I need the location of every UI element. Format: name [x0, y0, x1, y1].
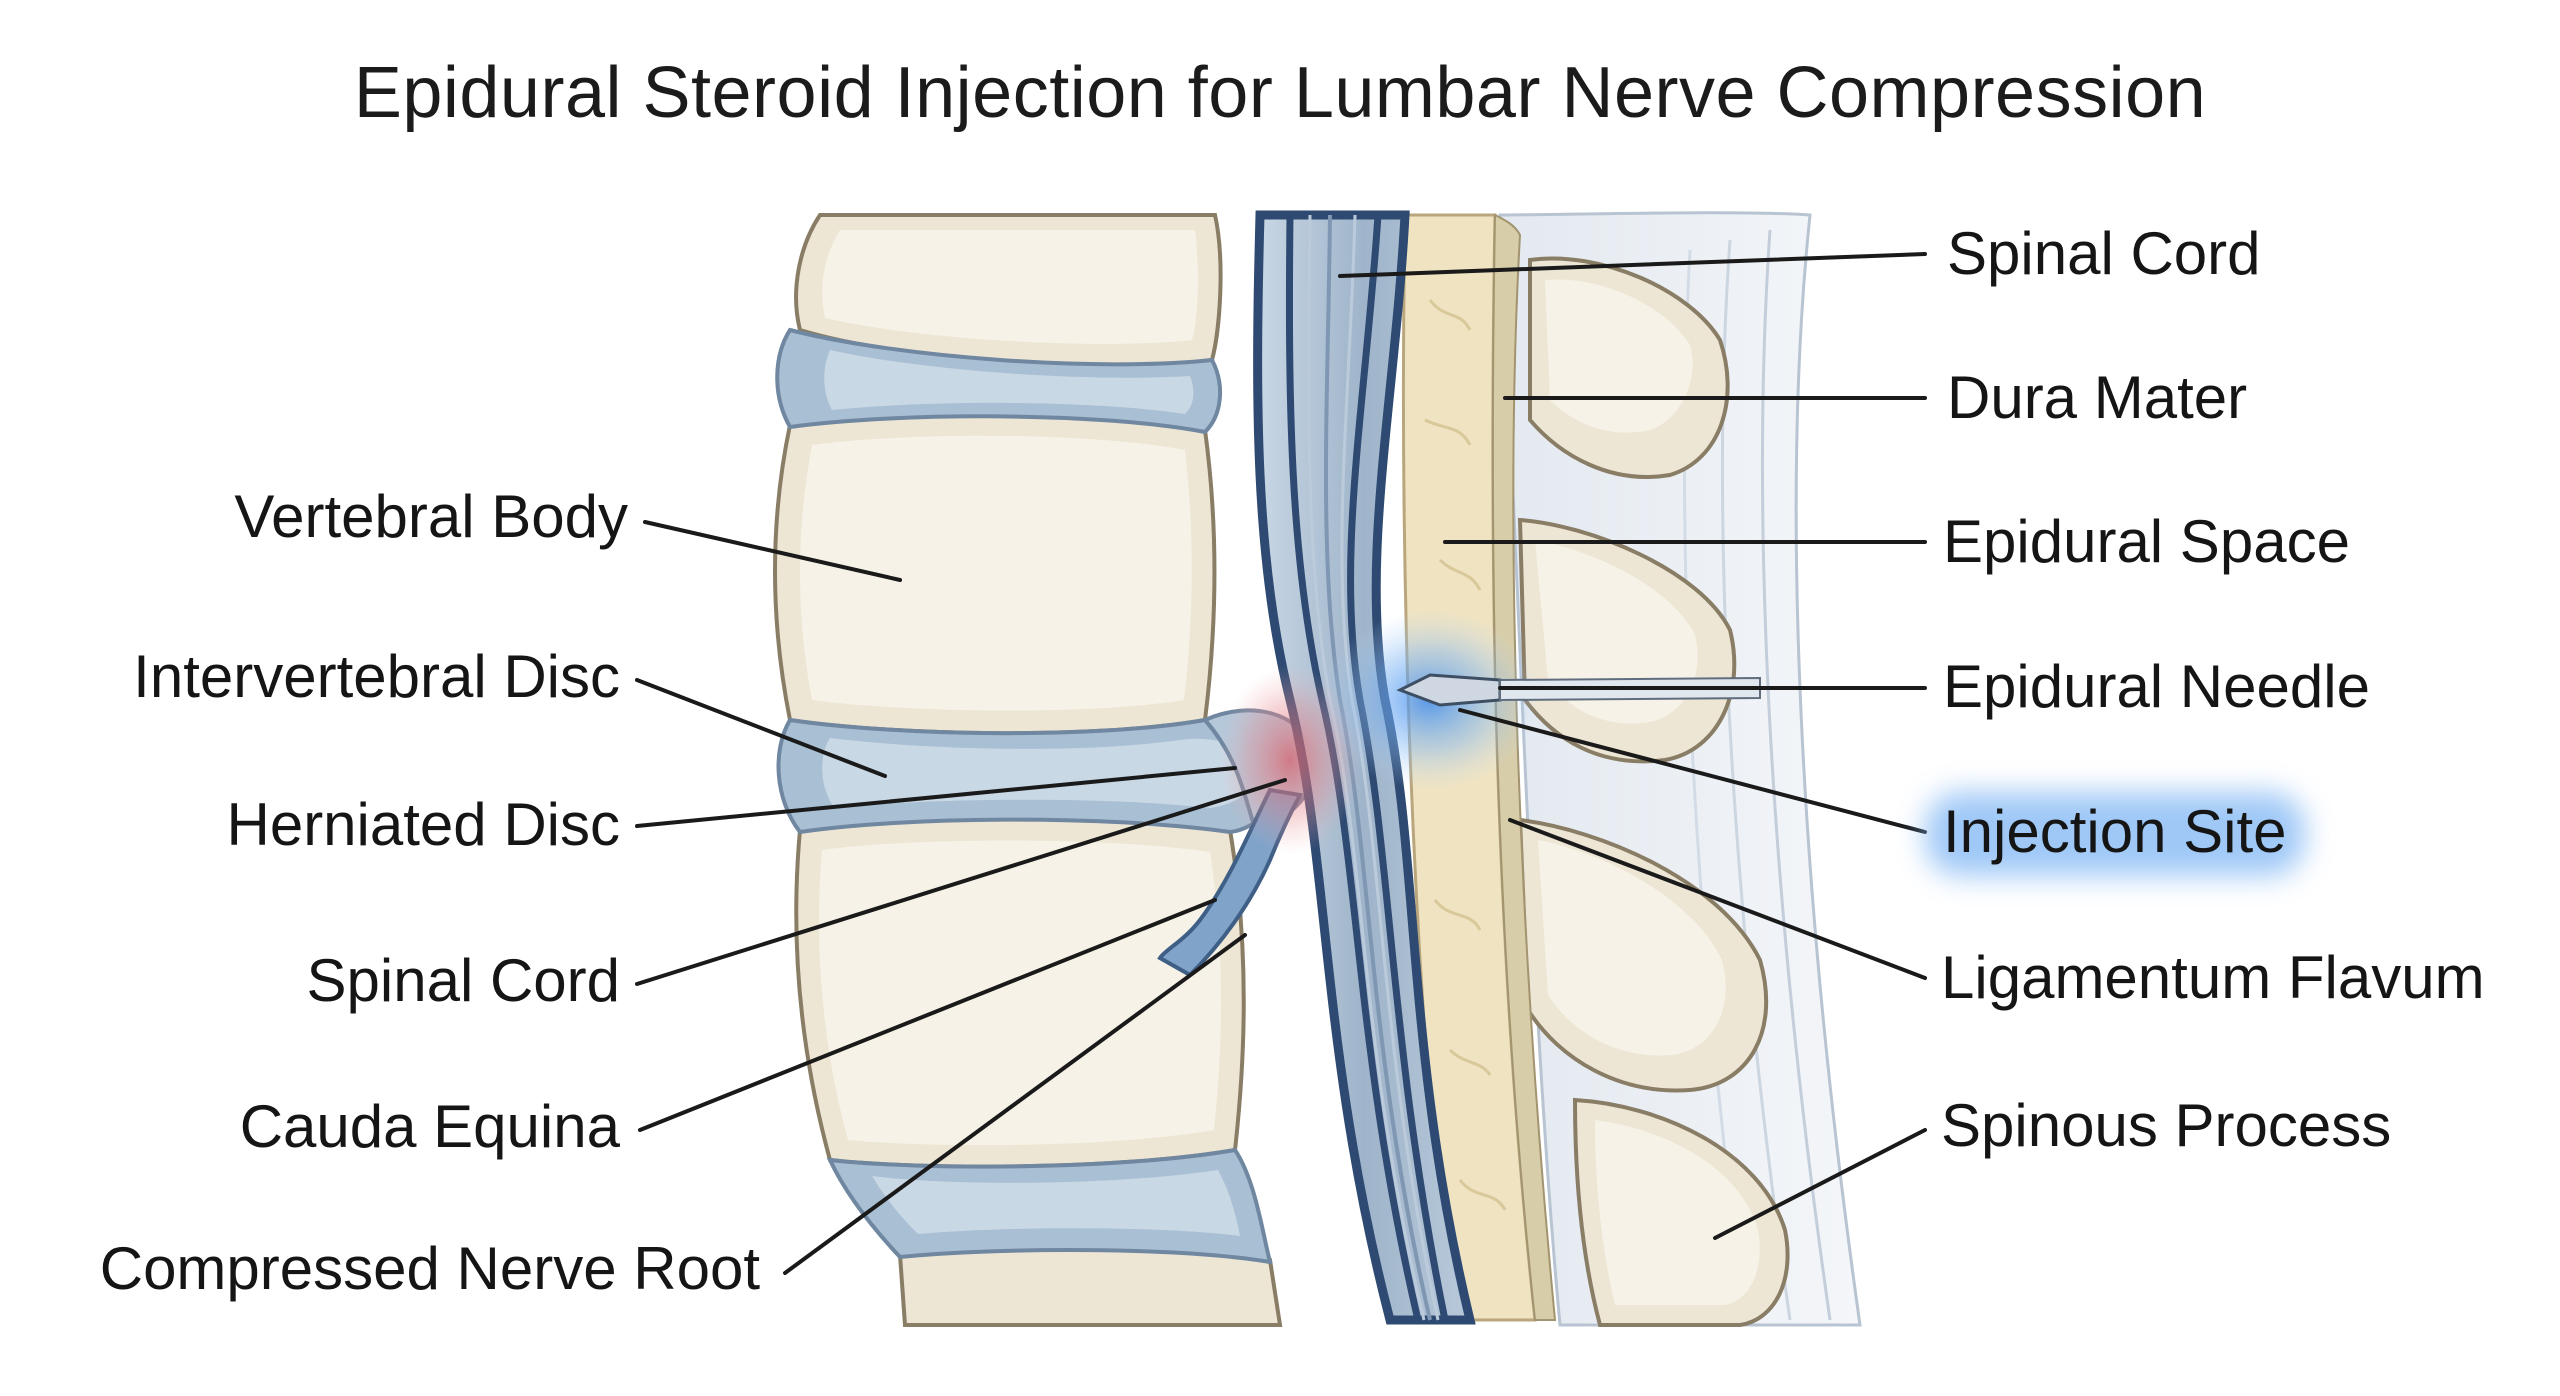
diagram-title: Epidural Steroid Injection for Lumbar Ne…	[353, 53, 2207, 133]
leader-spinal-cord-left	[635, 778, 1287, 986]
leader-ligamentum-flavum	[1508, 818, 1927, 980]
label-intervertebral-disc: Intervertebral Disc	[133, 643, 620, 710]
leader-compressed-nerve-root	[783, 933, 1247, 1275]
label-spinal-cord-right: Spinal Cord	[1947, 220, 2261, 287]
label-compressed-nerve-root: Compressed Nerve Root	[100, 1235, 761, 1302]
injection-site-highlight	[1925, 792, 2305, 876]
intervertebral-discs	[775, 327, 1293, 1265]
ligamentum-flavum	[1491, 213, 1557, 1321]
label-spinous-process: Spinous Process	[1941, 1092, 2391, 1159]
spinous-processes	[1517, 256, 1790, 1327]
label-injection-site: Injection Site	[1943, 798, 2287, 865]
leader-vertebral-body	[643, 520, 902, 582]
vertebral-bodies	[773, 213, 1283, 1327]
label-herniated-disc: Herniated Disc	[227, 791, 621, 858]
leader-lines	[635, 252, 1927, 1275]
label-epidural-needle: Epidural Needle	[1943, 653, 2370, 720]
leader-spinous-process	[1713, 1128, 1927, 1240]
label-epidural-space: Epidural Space	[1943, 508, 2350, 575]
leader-cauda-equina	[638, 898, 1217, 1132]
leader-intervertebral-disc	[635, 678, 887, 778]
label-spinal-cord-left: Spinal Cord	[306, 947, 620, 1014]
leader-injection-site	[1458, 708, 1927, 834]
label-dura-mater: Dura Mater	[1947, 364, 2247, 431]
leader-herniated-disc	[635, 766, 1237, 828]
label-cauda-equina: Cauda Equina	[240, 1093, 621, 1160]
leader-spinal-cord-right	[1338, 252, 1927, 278]
label-vertebral-body: Vertebral Body	[234, 483, 628, 550]
label-ligamentum-flavum: Ligamentum Flavum	[1941, 944, 2485, 1011]
